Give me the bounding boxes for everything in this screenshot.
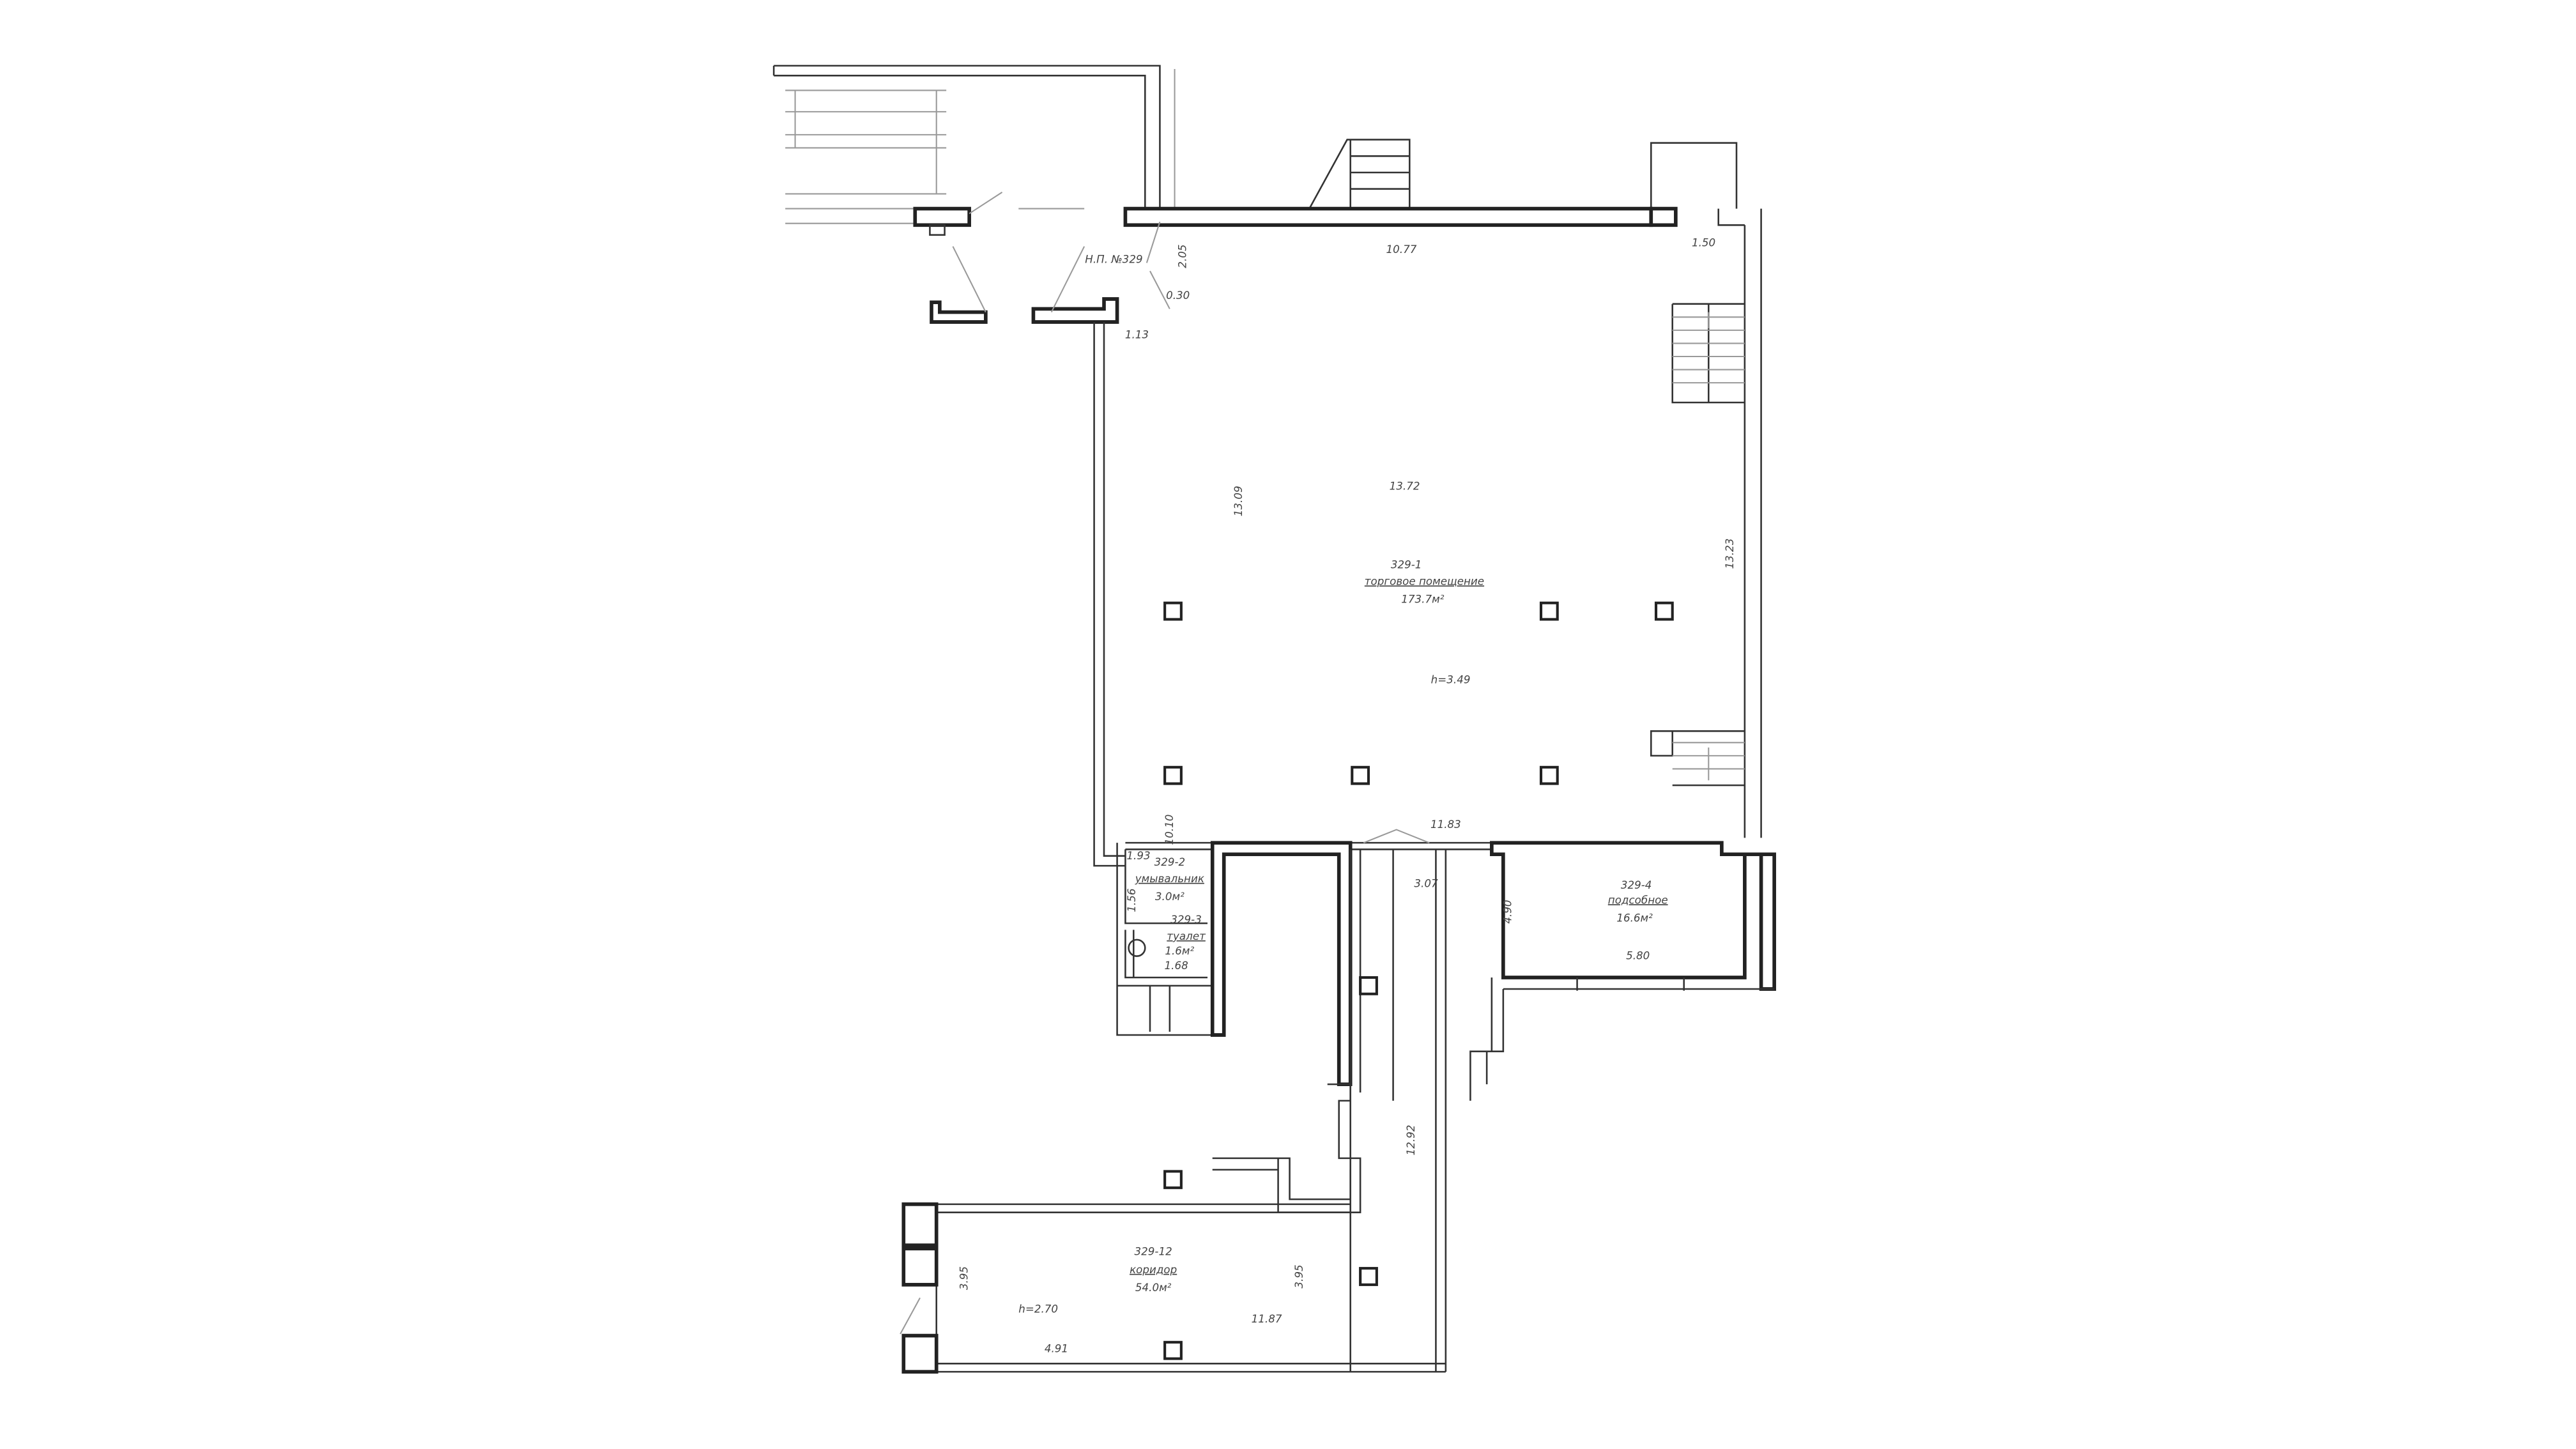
room-329-12-name: коридор xyxy=(1130,1263,1177,1276)
columns xyxy=(1163,601,1674,1360)
dim-395-right: 3.95 xyxy=(1292,1264,1305,1288)
dim-1292: 12.92 xyxy=(1404,1125,1417,1156)
column xyxy=(1539,601,1559,621)
column xyxy=(1163,765,1183,785)
column xyxy=(1654,601,1674,621)
dim-1372: 13.72 xyxy=(1390,479,1420,492)
dim-1323: 13.23 xyxy=(1723,539,1736,569)
dim-395-left: 3.95 xyxy=(958,1266,970,1290)
room-329-2-name: умывальник xyxy=(1135,872,1204,885)
room-329-2-id: 329-2 xyxy=(1154,855,1186,868)
dim-168: 1.68 xyxy=(1165,959,1188,972)
unit-label: Н.П. №329 xyxy=(1085,252,1142,265)
dim-113: 1.13 xyxy=(1125,328,1149,341)
column xyxy=(1359,1267,1378,1286)
dim-1183: 11.83 xyxy=(1430,818,1461,831)
pillar-base xyxy=(929,224,946,236)
dim-1187: 11.87 xyxy=(1252,1312,1282,1325)
dim-156: 1.56 xyxy=(1125,889,1138,912)
wall-entry-left xyxy=(930,300,988,324)
column xyxy=(1359,976,1378,995)
wall-left xyxy=(1093,322,1126,867)
room-329-1-area: 173.7м² xyxy=(1401,593,1444,606)
dim-top: 10.77 xyxy=(1386,243,1417,256)
dim-193: 1.93 xyxy=(1126,849,1150,862)
exterior-box-right xyxy=(1650,142,1738,209)
exterior-stair-left xyxy=(772,65,1176,224)
wall-room-329-12 xyxy=(903,1203,1446,1373)
wall-corridor-block xyxy=(1210,841,1353,1086)
column xyxy=(1351,765,1370,785)
corridor-lines xyxy=(1349,849,1447,1372)
column xyxy=(1163,1340,1183,1360)
dim-030: 0.30 xyxy=(1166,289,1190,302)
door-arc xyxy=(1363,829,1430,844)
wall-room-329-4 xyxy=(1490,841,1776,991)
door-arc-sw xyxy=(900,1297,921,1335)
room-329-1-id: 329-1 xyxy=(1391,558,1422,571)
dim-490: 4.90 xyxy=(1501,900,1514,924)
wall-entry-right xyxy=(1031,297,1119,324)
column xyxy=(1163,601,1183,621)
room-329-12-area: 54.0м² xyxy=(1135,1281,1172,1294)
room-329-4-id: 329-4 xyxy=(1621,878,1652,891)
interior-stair-lower xyxy=(1650,730,1745,786)
wall-right xyxy=(1717,208,1762,838)
column xyxy=(1163,1170,1183,1190)
wall-top-end xyxy=(1649,206,1678,227)
room-329-3-id: 329-3 xyxy=(1170,913,1202,926)
wall-corridor-lower xyxy=(1212,1083,1361,1214)
wall-pillar-sw-2 xyxy=(901,1246,939,1287)
interior-stair-upper xyxy=(1671,303,1745,404)
room-329-4-name: подсобное xyxy=(1608,893,1668,906)
dim-491: 4.91 xyxy=(1045,1342,1068,1354)
wc-walls xyxy=(1116,843,1213,1036)
dim-580: 5.80 xyxy=(1626,949,1650,962)
wall-room-329-4-lower xyxy=(1469,977,1775,1101)
wall-pillar xyxy=(913,206,971,227)
room-329-1-name: торговое помещение xyxy=(1365,574,1484,587)
room-329-12-height: h=2.70 xyxy=(1018,1303,1058,1315)
dim-1010: 10.10 xyxy=(1163,815,1176,845)
exterior-stair-top xyxy=(1308,139,1411,210)
dim-1309: 13.09 xyxy=(1232,486,1245,516)
wall-pillar-sw-1 xyxy=(901,1202,939,1247)
entry-door-arcs xyxy=(952,191,1085,313)
label-leaders xyxy=(1146,221,1170,309)
wall-pillar-sw-3 xyxy=(901,1333,939,1374)
room-329-12-id: 329-12 xyxy=(1135,1245,1172,1258)
toilet-icon xyxy=(1128,939,1146,957)
wall-bottom-main xyxy=(1125,841,1492,850)
wall-top xyxy=(1123,206,1653,227)
dim-205: 2.05 xyxy=(1176,245,1189,268)
dim-150: 1.50 xyxy=(1692,236,1715,249)
room-329-3-area: 1.6м² xyxy=(1165,944,1194,957)
dim-307: 3.07 xyxy=(1414,877,1438,890)
room-329-1-height: h=3.49 xyxy=(1431,673,1471,686)
column xyxy=(1539,765,1559,785)
room-329-2-area: 3.0м² xyxy=(1155,890,1184,903)
room-329-3-name: туалет xyxy=(1167,930,1206,942)
room-329-4-area: 16.6м² xyxy=(1616,912,1653,924)
